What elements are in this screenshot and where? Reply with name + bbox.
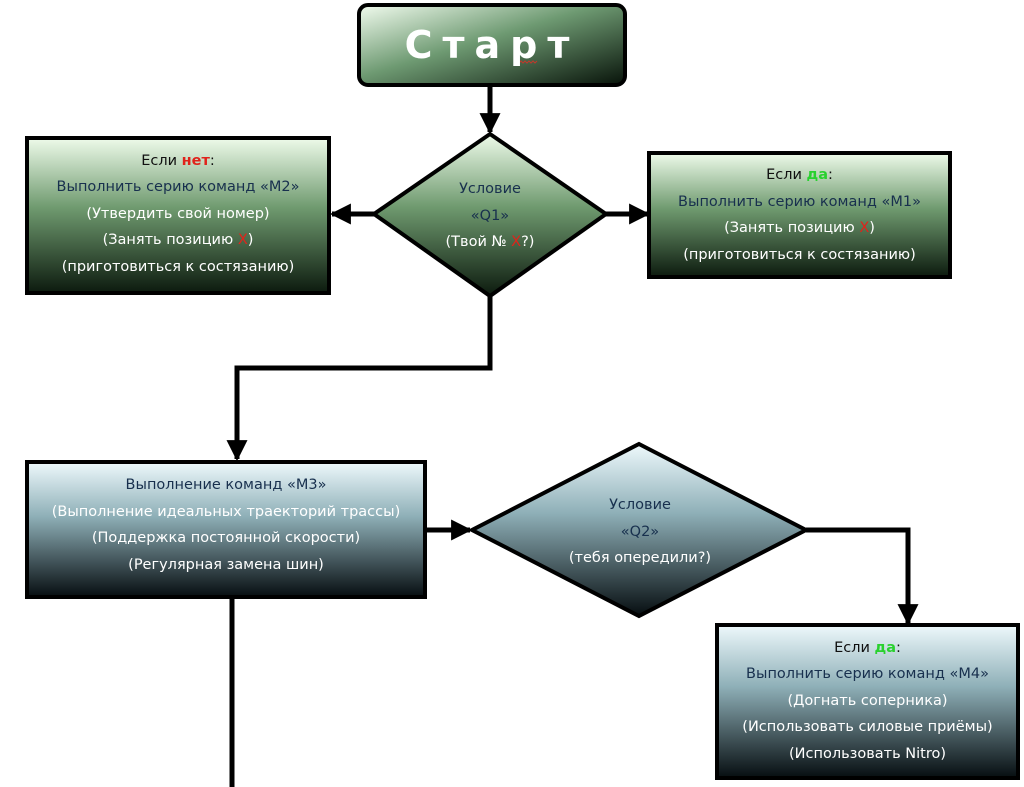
spellcheck-squiggle — [514, 60, 538, 64]
no-branch-node — [25, 136, 331, 295]
connector-q1-m3 — [226, 296, 493, 462]
q2-decision-node — [467, 441, 811, 619]
m3-node — [25, 460, 427, 599]
connector-q2-yes — [806, 527, 919, 626]
connectors — [226, 84, 919, 787]
yes-branch-1-node — [647, 151, 952, 279]
yes-branch-2-node — [715, 623, 1020, 780]
q1-decision-node — [370, 131, 610, 299]
start-node — [357, 3, 627, 87]
